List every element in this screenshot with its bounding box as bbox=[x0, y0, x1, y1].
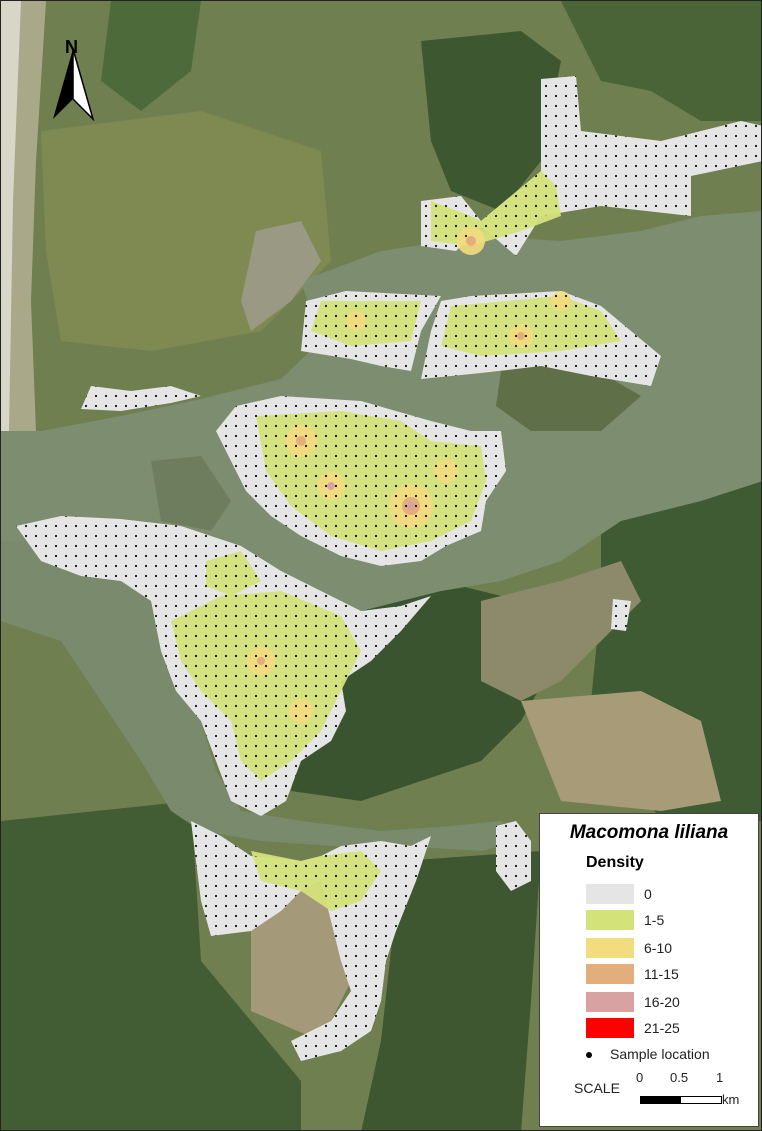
forest-patch bbox=[1, 801, 301, 1130]
mudflat bbox=[481, 561, 641, 701]
legend-label-16-20: 16-20 bbox=[644, 994, 680, 1010]
legend-label-0: 0 bbox=[644, 886, 652, 902]
map-legend: Macomona liliana Density 0 1-5 6-10 11-1… bbox=[539, 813, 759, 1127]
sample-location-dot-icon bbox=[586, 1052, 592, 1058]
scale-bar-light-segment bbox=[680, 1096, 722, 1104]
legend-swatch-1-5 bbox=[586, 910, 634, 930]
legend-label-21-25: 21-25 bbox=[644, 1020, 680, 1036]
forest-patch bbox=[101, 1, 201, 111]
legend-swatch-6-10 bbox=[586, 938, 634, 958]
forest-patch bbox=[421, 31, 561, 211]
scale-label: SCALE bbox=[574, 1080, 620, 1096]
sample-location-label: Sample location bbox=[610, 1046, 710, 1062]
mudflat-island bbox=[496, 361, 641, 431]
forest-patch bbox=[561, 1, 761, 121]
scale-tick-1: 1 bbox=[716, 1070, 724, 1085]
town-area bbox=[241, 221, 321, 331]
pasture-area bbox=[521, 691, 721, 811]
legend-label-1-5: 1-5 bbox=[644, 912, 665, 928]
scale-tick-half: 0.5 bbox=[670, 1070, 689, 1085]
north-arrow-icon bbox=[53, 48, 95, 122]
north-label: N bbox=[65, 37, 78, 57]
legend-sample-row: Sample location bbox=[586, 1046, 756, 1066]
mudflat bbox=[151, 456, 231, 531]
scale-unit: km bbox=[722, 1092, 740, 1107]
legend-row-0: 0 bbox=[586, 884, 746, 906]
legend-row-1-5: 1-5 bbox=[586, 910, 746, 932]
estuary-channel bbox=[1, 541, 521, 851]
legend-swatch-16-20 bbox=[586, 992, 634, 1012]
legend-row-11-15: 11-15 bbox=[586, 964, 746, 986]
legend-subtitle: Density bbox=[586, 854, 644, 871]
legend-row-16-20: 16-20 bbox=[586, 992, 746, 1014]
legend-swatch-0 bbox=[586, 884, 634, 904]
legend-label-6-10: 6-10 bbox=[644, 940, 673, 956]
surf-zone bbox=[1, 1, 21, 431]
scale-bar-dark-segment bbox=[640, 1096, 680, 1104]
scale-tick-0: 0 bbox=[636, 1070, 644, 1085]
legend-swatch-11-15 bbox=[586, 964, 634, 984]
scale-bar bbox=[640, 1096, 722, 1104]
legend-row-21-25: 21-25 bbox=[586, 1018, 746, 1040]
legend-row-6-10: 6-10 bbox=[586, 938, 746, 960]
legend-label-11-15: 11-15 bbox=[644, 966, 679, 982]
legend-swatch-21-25 bbox=[586, 1018, 634, 1038]
forest-patch bbox=[361, 851, 541, 1130]
legend-title: Macomona liliana bbox=[569, 822, 729, 843]
